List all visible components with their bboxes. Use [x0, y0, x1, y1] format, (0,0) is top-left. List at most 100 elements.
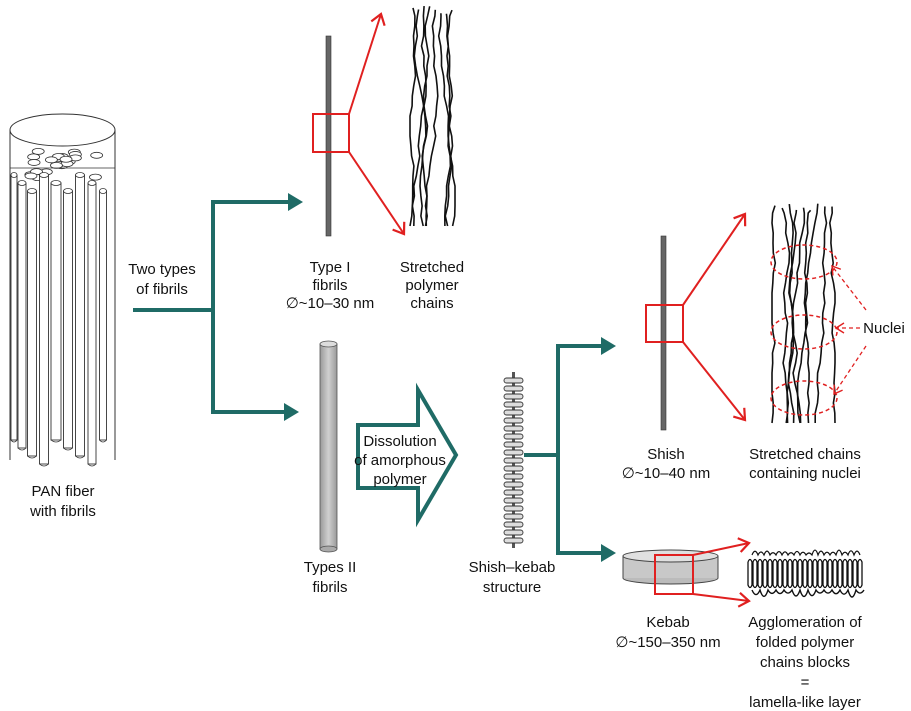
- type2-fibril: [319, 340, 338, 553]
- fibril-top: [87, 180, 97, 186]
- kebab-disk-small: [503, 537, 524, 544]
- kebab-disk-small: [503, 401, 524, 408]
- shish-kebab-structure: [503, 372, 524, 548]
- kebab-disk-small: [503, 433, 524, 440]
- fibril-bottom: [39, 463, 49, 467]
- kebab-disk-small: [503, 521, 524, 528]
- fibril-top: [50, 180, 62, 186]
- polymer-chain: [791, 207, 806, 424]
- fibril: [27, 190, 37, 457]
- dissolution-arrow: [356, 382, 459, 528]
- polymer-chain: [420, 5, 429, 227]
- shish-zoom-arrow-top: [682, 212, 747, 306]
- fibril-top: [17, 180, 27, 186]
- fibril-top: [27, 188, 37, 194]
- fibril: [99, 190, 107, 441]
- pan-fiber-illustration: [9, 113, 116, 467]
- nucleus-ellipse: [770, 380, 838, 416]
- polymer-chain: [829, 206, 836, 424]
- kebab-disk-small: [503, 481, 524, 488]
- fibril-bottom: [27, 455, 37, 459]
- split-arrow-2: [524, 344, 603, 555]
- fibril-bottom: [87, 463, 97, 467]
- kebab-disk-small: [503, 457, 524, 464]
- fibril-top: [59, 155, 73, 163]
- stretched-chains-with-nuclei: [771, 203, 836, 424]
- shish-rod: [660, 235, 667, 431]
- polymer-chain: [814, 206, 828, 423]
- zoom-arrow-bottom: [348, 151, 406, 236]
- fibril-top: [50, 162, 63, 169]
- nucleus-ellipse: [770, 244, 838, 280]
- fibril: [17, 182, 27, 449]
- polymer-chain: [425, 9, 439, 227]
- shish-label: Shish∅~10–40 nm: [622, 446, 711, 482]
- fibril-bottom: [63, 447, 73, 451]
- polymer-chain: [437, 13, 456, 227]
- fibril: [50, 182, 62, 441]
- fibril: [10, 174, 18, 441]
- fibril-top: [89, 173, 102, 181]
- kebab-disk-small: [503, 465, 524, 472]
- stretched-polymer-chains: [409, 5, 456, 227]
- arrowhead-kebab: [601, 544, 616, 562]
- kebab-disk-small: [503, 425, 524, 432]
- polymer-chain: [409, 6, 431, 227]
- fibril-bottom: [10, 439, 18, 443]
- fibril: [87, 182, 97, 465]
- fibril-top: [24, 172, 38, 180]
- polymer-chain: [413, 9, 427, 227]
- shish-zoom-box: [645, 304, 684, 343]
- kebab-label: Kebab∅~150–350 nm: [615, 614, 720, 651]
- zoom-arrow-top: [348, 12, 386, 115]
- fibril: [75, 174, 85, 457]
- polymer-chain: [409, 7, 417, 227]
- shish-zoom-arrow-bottom: [682, 341, 747, 422]
- kebab-disk-small: [503, 529, 524, 536]
- kebab-disk-small: [503, 449, 524, 456]
- chain-tails-bottom: [751, 587, 865, 598]
- kebab-disk: [622, 549, 719, 585]
- kebab-disk-small: [503, 441, 524, 448]
- polymer-chain: [781, 207, 791, 424]
- fiber-outline: [9, 130, 116, 460]
- fibril-bottom: [75, 455, 85, 459]
- type1-fibril: [325, 35, 332, 237]
- nuclei-markers: [770, 244, 838, 416]
- fibril-top: [10, 172, 18, 178]
- kebab-disk-small: [503, 489, 524, 496]
- fibril-top: [31, 148, 45, 155]
- fibril: [63, 190, 73, 449]
- polymer-chain: [803, 203, 819, 424]
- fibril-top: [39, 172, 49, 178]
- kebab-disk-small: [503, 497, 524, 504]
- fiber-top: [9, 113, 116, 147]
- kebab-disk-small: [503, 409, 524, 416]
- split-arrow-1: [133, 200, 215, 414]
- kebab-disk-small: [503, 473, 524, 480]
- fibril-bottom: [99, 439, 107, 443]
- arrowhead-type1: [288, 193, 303, 211]
- fibril: [39, 174, 49, 465]
- fibril-top: [90, 151, 104, 159]
- nuclei-pointers: [831, 264, 867, 396]
- kebab-disk-small: [503, 377, 524, 384]
- fibril-bottom: [17, 447, 27, 451]
- fibril-bottom: [50, 439, 62, 443]
- arrowhead-shish: [601, 337, 616, 355]
- folded-chain-block: [747, 558, 863, 589]
- fibril-top: [75, 172, 85, 178]
- polymer-chain: [771, 205, 777, 424]
- kebab-disk-small: [503, 417, 524, 424]
- kebab-zoom-arrow-bottom: [692, 591, 751, 608]
- kebab-disk-small: [503, 505, 524, 512]
